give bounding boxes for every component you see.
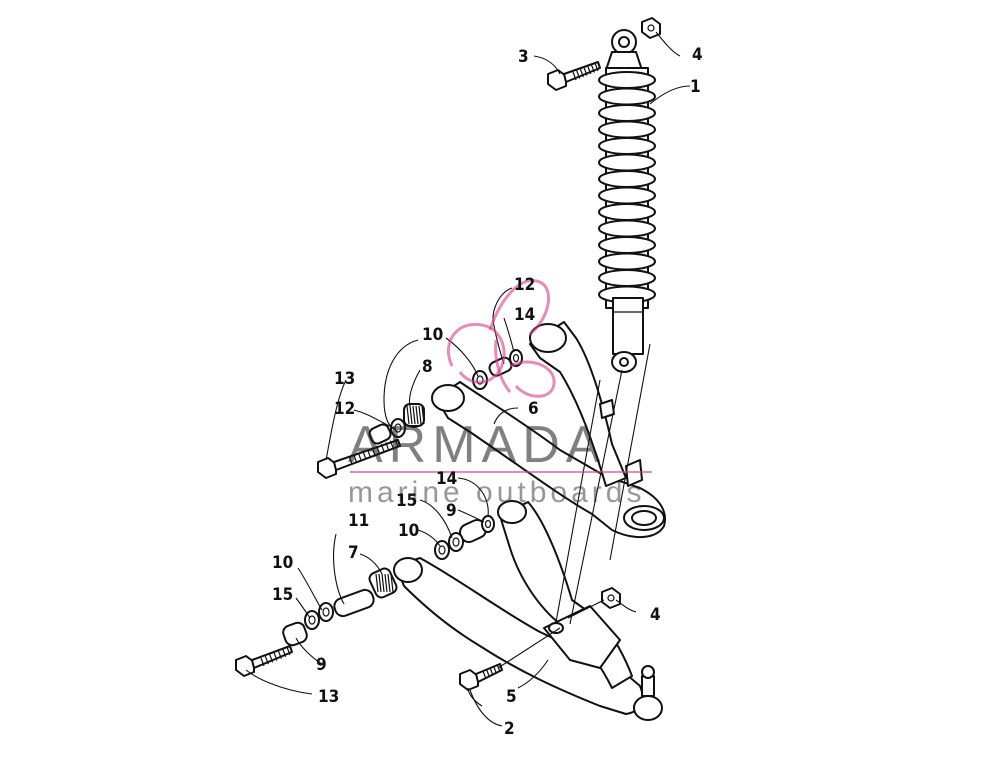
- lower-front-hardware: [434, 515, 495, 560]
- spring-coil: [598, 236, 656, 254]
- callout-10-upper: 10: [422, 325, 443, 345]
- thread-mark: [485, 669, 491, 678]
- bushing-rib: [375, 573, 379, 593]
- callout-10-mid: 10: [398, 521, 419, 541]
- thread-mark: [579, 68, 584, 78]
- spring-coil: [598, 219, 656, 238]
- callout-11: 11: [348, 511, 369, 531]
- callout-10-lower: 10: [272, 553, 293, 573]
- callout-13-upper: 13: [334, 369, 355, 389]
- assembly-lines: [497, 343, 651, 669]
- bushing-rib: [412, 405, 416, 425]
- upper-pivot-bolt: [317, 438, 401, 479]
- thread-mark: [385, 442, 390, 451]
- callout-6: 6: [528, 399, 539, 419]
- spring-coil: [598, 71, 656, 89]
- shock-absorber: [598, 29, 656, 373]
- callout-12-lower: 12: [334, 399, 355, 419]
- bushing-rib: [378, 573, 382, 593]
- bushing-rib: [409, 405, 413, 425]
- bolt-top: [547, 61, 601, 91]
- thread-mark: [380, 443, 385, 453]
- bushing-rib: [384, 573, 388, 593]
- thread-mark: [389, 440, 394, 449]
- callout-15-lower: 15: [272, 585, 293, 605]
- thread-mark: [576, 70, 581, 79]
- leader-lines: [245, 31, 691, 727]
- callout-8: 8: [422, 357, 433, 377]
- watermark-logo-icon: [446, 279, 556, 398]
- thread-mark: [371, 447, 376, 456]
- callout-7: 7: [348, 543, 359, 563]
- spring-coil: [598, 153, 656, 172]
- upper-a-arm: [431, 321, 666, 538]
- thread-mark: [260, 657, 265, 667]
- spring-coil: [598, 170, 656, 188]
- thread-mark: [394, 438, 399, 448]
- spring-coil: [598, 186, 656, 205]
- thread-mark: [376, 445, 381, 455]
- callout-9-upper: 9: [446, 501, 457, 521]
- callout-1: 1: [690, 77, 701, 97]
- thread-mark: [357, 452, 362, 461]
- thread-mark: [590, 64, 595, 73]
- thread-mark: [492, 665, 498, 674]
- thread-mark: [348, 455, 353, 465]
- lower-rear-hardware: [282, 567, 398, 647]
- callout-9-lower: 9: [316, 655, 327, 675]
- callout-14-upper: 14: [514, 305, 535, 325]
- spring-coil: [598, 104, 656, 122]
- lower-pivot-bolt: [235, 645, 293, 677]
- bushing-rib: [381, 573, 385, 593]
- thread-mark: [583, 67, 588, 76]
- callout-14-lower: 14: [436, 469, 457, 489]
- bushing-rib: [418, 405, 422, 425]
- callout-5: 5: [506, 687, 517, 707]
- callout-4-lower: 4: [650, 605, 661, 625]
- bolt-lower: [459, 663, 503, 691]
- thread-mark: [264, 655, 269, 665]
- lower-a-arm: [393, 500, 663, 721]
- thread-mark: [277, 650, 282, 659]
- spring-coil: [598, 87, 656, 106]
- callout-12-upper: 12: [514, 275, 535, 295]
- bushing-rib: [415, 405, 419, 425]
- spring-coil: [598, 203, 656, 221]
- thread-mark: [572, 71, 577, 81]
- thread-mark: [269, 654, 274, 663]
- watermark: ARMADA marine outboards: [348, 279, 652, 509]
- spring-coil: [598, 137, 656, 155]
- thread-mark: [482, 670, 487, 680]
- nut-lower: [601, 587, 621, 609]
- bushing-rib: [421, 405, 425, 425]
- callout-15-upper: 15: [396, 491, 417, 511]
- thread-mark: [587, 65, 592, 75]
- thread-mark: [362, 450, 367, 460]
- callout-4-top: 4: [692, 45, 703, 65]
- thread-mark: [273, 652, 278, 661]
- callout-3: 3: [518, 47, 529, 67]
- thread-mark: [353, 454, 358, 463]
- callout-labels: 1 2 3 4 4 5 6 7 8 9 9 10 10 10 11 12 12 …: [272, 45, 703, 739]
- nut-top: [641, 17, 661, 39]
- thread-mark: [282, 648, 287, 658]
- thread-mark: [286, 646, 291, 656]
- thread-mark: [366, 448, 371, 458]
- spring-coil: [598, 120, 656, 139]
- bushing-rib: [387, 573, 391, 593]
- bushing-rib: [406, 405, 410, 425]
- callout-2: 2: [504, 719, 515, 739]
- thread-mark: [489, 667, 494, 676]
- callout-13-lower: 13: [318, 687, 339, 707]
- thread-mark: [594, 62, 599, 72]
- bushing-rib: [390, 573, 394, 593]
- spring-coil: [598, 252, 656, 271]
- spring-coil: [598, 269, 656, 287]
- watermark-brand: ARMADA: [348, 416, 606, 474]
- watermark-tagline: marine outboards: [348, 476, 645, 509]
